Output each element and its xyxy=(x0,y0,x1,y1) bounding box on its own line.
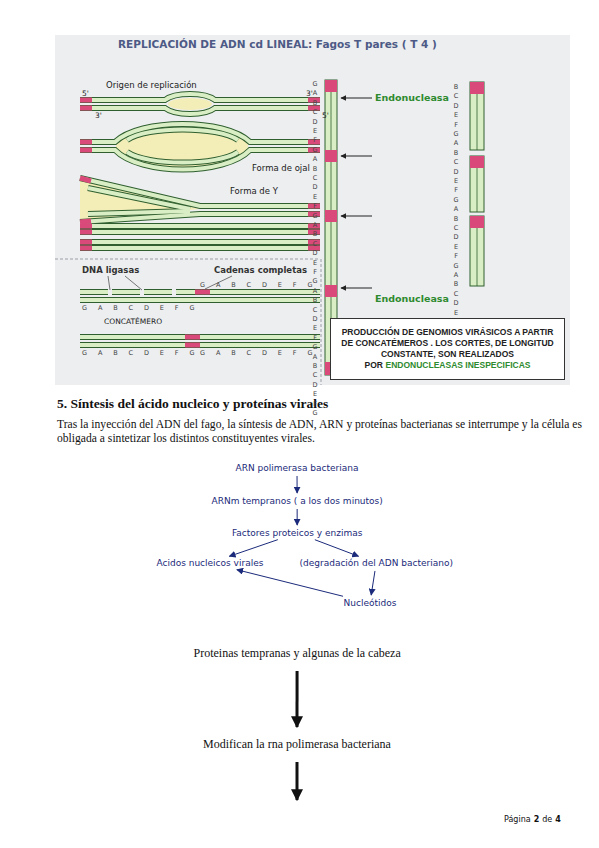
process-label: Factores proteicos y enzimas xyxy=(230,527,364,539)
process-label: Modifican la rna polimerasa bacteriana xyxy=(201,736,393,753)
gene-sequence: GABCDEFGABCDEFGABCDEFGABCDEFGABCDEFG xyxy=(311,80,319,418)
page-number: de xyxy=(542,815,552,824)
dna-strand xyxy=(80,94,320,345)
replication-bubble xyxy=(168,98,212,110)
enzyme-label: Endonucleasa xyxy=(375,92,449,103)
enzyme-label: DNA ligasas xyxy=(82,265,139,275)
enzyme-label: Endonucleasa xyxy=(375,293,449,304)
pink-segment xyxy=(470,82,484,228)
divider xyxy=(55,259,320,260)
node-text: Nucleótidos xyxy=(344,598,397,608)
node-text: Modifican la rna polimerasa bacteriana xyxy=(203,737,391,751)
page-number: 2 xyxy=(534,815,540,824)
genome-piece xyxy=(477,82,478,286)
pink-ends xyxy=(80,100,320,345)
gene-sequence: G A B C D E F G xyxy=(200,281,317,289)
figure-label: Origen de replicación xyxy=(106,80,197,90)
node-text: (degradación del ADN bacteriano) xyxy=(300,558,453,568)
dna-strand-outline xyxy=(80,94,320,345)
flow-arrow xyxy=(297,476,298,493)
genome-piece xyxy=(470,82,484,286)
flow-arrow xyxy=(315,540,359,557)
page-number: Página xyxy=(504,815,531,824)
flow-arrow xyxy=(296,762,299,800)
process-label: Proteinas tempranas y algunas de la cabe… xyxy=(192,645,403,662)
flow-arrow xyxy=(371,571,375,595)
flow-arrow xyxy=(237,570,343,597)
gene-sequence: G A B C D E F G xyxy=(82,349,199,357)
node-text: Acidos nucleicos virales xyxy=(157,558,264,568)
strand-end: 5' xyxy=(82,89,89,98)
figure-label: Cadenas completas xyxy=(214,265,307,275)
strand-end: 5' xyxy=(322,111,329,120)
strand-end: 3' xyxy=(95,111,102,120)
node-text: ARN polimerasa bacteriana xyxy=(236,463,359,473)
process-label: ARN polimerasa bacteriana xyxy=(234,462,361,474)
page-number: 4 xyxy=(555,815,561,824)
divider xyxy=(321,259,322,385)
figure-label: Forma de ojal xyxy=(252,163,310,173)
slide-title: REPLICACIÓN DE ADN cd LINEAL: Fagos T pa… xyxy=(118,38,437,50)
section-heading: 5. Síntesis del ácido nucleico y proteín… xyxy=(57,396,328,412)
flow-arrow xyxy=(229,540,278,557)
flow-arrow xyxy=(297,509,298,525)
process-label: Nucleótidos xyxy=(342,597,399,609)
page-footer: Página2de4 xyxy=(504,815,564,824)
flow-arrow xyxy=(295,671,298,727)
gene-sequence: G A B C D E F G xyxy=(200,349,317,357)
figure-label: Forma de Y xyxy=(230,186,278,196)
process-label: ARNm tempranos ( a los dos minutos) xyxy=(210,495,385,507)
process-label: Acidos nucleicos virales xyxy=(155,557,266,569)
cut-arrow xyxy=(341,98,372,288)
body-paragraph: Tras la inyección del ADN del fago, la s… xyxy=(57,418,599,446)
figure-label: CONCATÉMERO xyxy=(104,317,162,326)
gene-sequence: G A B C D E F G xyxy=(82,304,199,312)
note-text: ENDONUCLEASAS INESPECIFICAS xyxy=(385,360,530,370)
note-box: PRODUCCIÓN DE GENOMIOS VIRÁSICOS A PARTI… xyxy=(330,318,565,380)
node-text: ARNm tempranos ( a los dos minutos) xyxy=(212,496,383,506)
gene-sequence: BCDEFGABCDEFGABCDEFGABCDEFG xyxy=(452,83,460,337)
process-label: (degradación del ADN bacteriano) xyxy=(298,557,455,569)
node-text: Proteinas tempranas y algunas de la cabe… xyxy=(194,646,401,660)
node-text: Factores proteicos y enzimas xyxy=(232,528,362,538)
